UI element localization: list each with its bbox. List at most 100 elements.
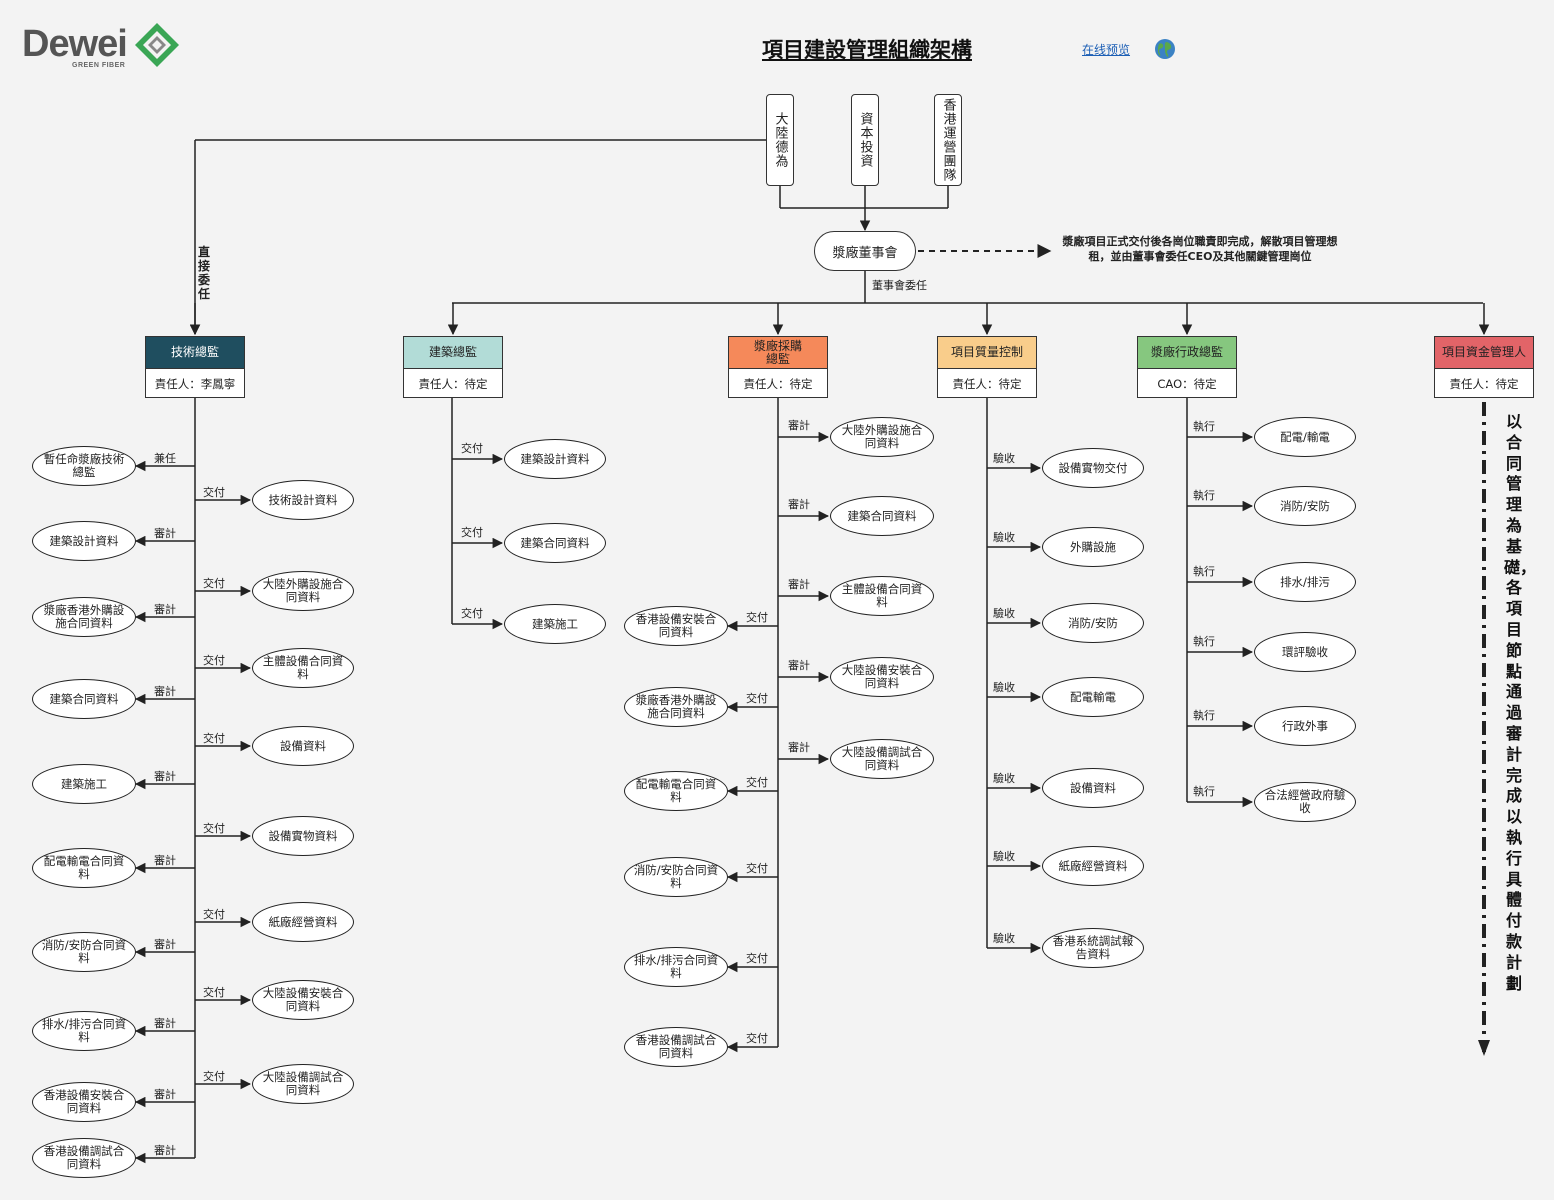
edge-label: 執行 xyxy=(1193,420,1215,433)
col1-left-node: 建築合同資料 xyxy=(32,679,136,719)
globe-icon[interactable] xyxy=(1154,38,1176,60)
edge-label: 執行 xyxy=(1193,489,1215,502)
col4-node: 香港系統調試報告資料 xyxy=(1042,928,1144,968)
role-title: 技術總監 xyxy=(146,337,244,369)
col1-left-node: 消防/安防合同資料 xyxy=(32,932,136,972)
col5-node: 排水/排污 xyxy=(1254,562,1356,602)
logo-subtitle: GREEN FIBER xyxy=(72,62,126,69)
source-capital-investment: 資本投資 xyxy=(851,94,879,186)
edge-label: 交付 xyxy=(746,692,768,705)
col3-right-node: 建築合同資料 xyxy=(830,496,934,536)
role-title: 項目資金管理人 xyxy=(1435,337,1533,369)
edge-label: 審計 xyxy=(154,1017,176,1030)
col1-left-node: 漿廠香港外購設施合同資料 xyxy=(32,597,136,637)
edge-label: 執行 xyxy=(1193,785,1215,798)
page-title: 項目建設管理組織架構 xyxy=(762,38,972,62)
col1-left-node: 暫任命漿廠技術總監 xyxy=(32,446,136,486)
role-fund-manager: 項目資金管理人責任人：待定 xyxy=(1434,336,1534,398)
col2-node: 建築施工 xyxy=(504,604,606,644)
col1-right-node: 設備實物資料 xyxy=(252,816,354,856)
col3-right-node: 主體設備合同資料 xyxy=(830,576,934,616)
edge-label: 驗收 xyxy=(993,531,1015,544)
col1-right-node: 紙廠經營資料 xyxy=(252,902,354,942)
role-owner: CAO：待定 xyxy=(1157,376,1217,391)
col5-node: 環評驗收 xyxy=(1254,632,1356,672)
edge-label: 交付 xyxy=(203,908,225,921)
edge-label: 交付 xyxy=(203,486,225,499)
col1-right-node: 技術設計資料 xyxy=(252,480,354,520)
edge-label: 交付 xyxy=(203,986,225,999)
edge-label: 交付 xyxy=(746,1032,768,1045)
role-construction-director: 建築總監責任人：待定 xyxy=(403,336,503,398)
edge-label: 審計 xyxy=(154,527,176,540)
edge-label: 驗收 xyxy=(993,452,1015,465)
dissolution-note: 漿廠項目正式交付後各崗位職責即完成，解散項目管理想租，並由董事會委任CEO及其他… xyxy=(1062,235,1338,263)
edge-label: 執行 xyxy=(1193,709,1215,722)
col3-left-node: 配電輸電合同資料 xyxy=(624,771,728,811)
col1-right-node: 大陸設備調試合同資料 xyxy=(252,1064,354,1104)
edge-label: 交付 xyxy=(203,1070,225,1083)
edge-label: 交付 xyxy=(203,822,225,835)
col4-node: 配電輸電 xyxy=(1042,677,1144,717)
edge-label: 驗收 xyxy=(993,772,1015,785)
col5-node: 合法經營政府驗收 xyxy=(1254,782,1356,822)
edge-label: 交付 xyxy=(746,611,768,624)
edge-label: 審計 xyxy=(154,854,176,867)
logo-text: Dewei xyxy=(22,23,128,65)
col1-left-node: 配電輸電合同資料 xyxy=(32,848,136,888)
col4-node: 設備實物交付 xyxy=(1042,448,1144,488)
edge-label: 交付 xyxy=(461,442,483,455)
edge-label: 審計 xyxy=(788,419,810,432)
role-title: 漿廠採購總監 xyxy=(729,337,827,369)
col1-left-node: 香港設備安裝合同資料 xyxy=(32,1082,136,1122)
edge-label: 執行 xyxy=(1193,635,1215,648)
col3-left-node: 香港設備安裝合同資料 xyxy=(624,606,728,646)
edge-label: 驗收 xyxy=(993,607,1015,620)
col4-node: 外購設施 xyxy=(1042,527,1144,567)
col5-node: 消防/安防 xyxy=(1254,486,1356,526)
edge-label: 兼任 xyxy=(154,452,176,465)
col2-node: 建築合同資料 xyxy=(504,523,606,563)
edge-label: 交付 xyxy=(461,526,483,539)
source-mainland-dewei: 大陸德為 xyxy=(766,94,794,186)
col3-right-node: 大陸外購設施合同資料 xyxy=(830,417,934,457)
payment-plan-footnote: 以合同管理為基礎，各項目節點通過審計完成以執行具體付款計劃 xyxy=(1504,412,1537,993)
role-procurement-director: 漿廠採購總監責任人：待定 xyxy=(728,336,828,398)
role-title: 漿廠行政總監 xyxy=(1138,337,1236,369)
col1-right-node: 主體設備合同資料 xyxy=(252,648,354,688)
payment-flow-arrowhead xyxy=(1478,1040,1490,1056)
direct-appoint-label: 直接委任 xyxy=(197,245,210,301)
role-owner: 責任人：待定 xyxy=(952,376,1022,391)
col3-left-node: 消防/安防合同資料 xyxy=(624,857,728,897)
col3-left-node: 漿廠香港外購設施合同資料 xyxy=(624,687,728,727)
role-title: 建築總監 xyxy=(404,337,502,369)
edge-label: 審計 xyxy=(788,498,810,511)
role-owner: 責任人：待定 xyxy=(1449,376,1519,391)
col4-node: 紙廠經營資料 xyxy=(1042,846,1144,886)
logo-diamond-icon xyxy=(135,23,179,67)
col3-left-node: 排水/排污合同資料 xyxy=(624,947,728,987)
edge-label: 交付 xyxy=(461,607,483,620)
edge-label: 審計 xyxy=(154,770,176,783)
col1-left-node: 建築設計資料 xyxy=(32,521,136,561)
edge-label: 審計 xyxy=(154,685,176,698)
edge-label: 執行 xyxy=(1193,565,1215,578)
edge-label: 交付 xyxy=(746,776,768,789)
role-quality-control: 項目質量控制責任人：待定 xyxy=(937,336,1037,398)
col4-node: 消防/安防 xyxy=(1042,603,1144,643)
edge-label: 審計 xyxy=(788,578,810,591)
role-owner: 責任人：待定 xyxy=(743,376,813,391)
online-preview-link[interactable]: 在线预览 xyxy=(1082,43,1131,57)
edge-label: 審計 xyxy=(788,659,810,672)
col1-right-node: 大陸設備安裝合同資料 xyxy=(252,980,354,1020)
role-technical-director: 技術總監責任人：李鳳寧 xyxy=(145,336,245,398)
edge-label: 審計 xyxy=(154,603,176,616)
edge-label: 交付 xyxy=(203,577,225,590)
col3-right-node: 大陸設備安裝合同資料 xyxy=(830,657,934,697)
col1-right-node: 大陸外購設施合同資料 xyxy=(252,571,354,611)
edge-label: 審計 xyxy=(154,938,176,951)
col5-node: 行政外事 xyxy=(1254,706,1356,746)
edge-label: 交付 xyxy=(203,732,225,745)
edge-label: 驗收 xyxy=(993,932,1015,945)
edge-label: 交付 xyxy=(203,654,225,667)
